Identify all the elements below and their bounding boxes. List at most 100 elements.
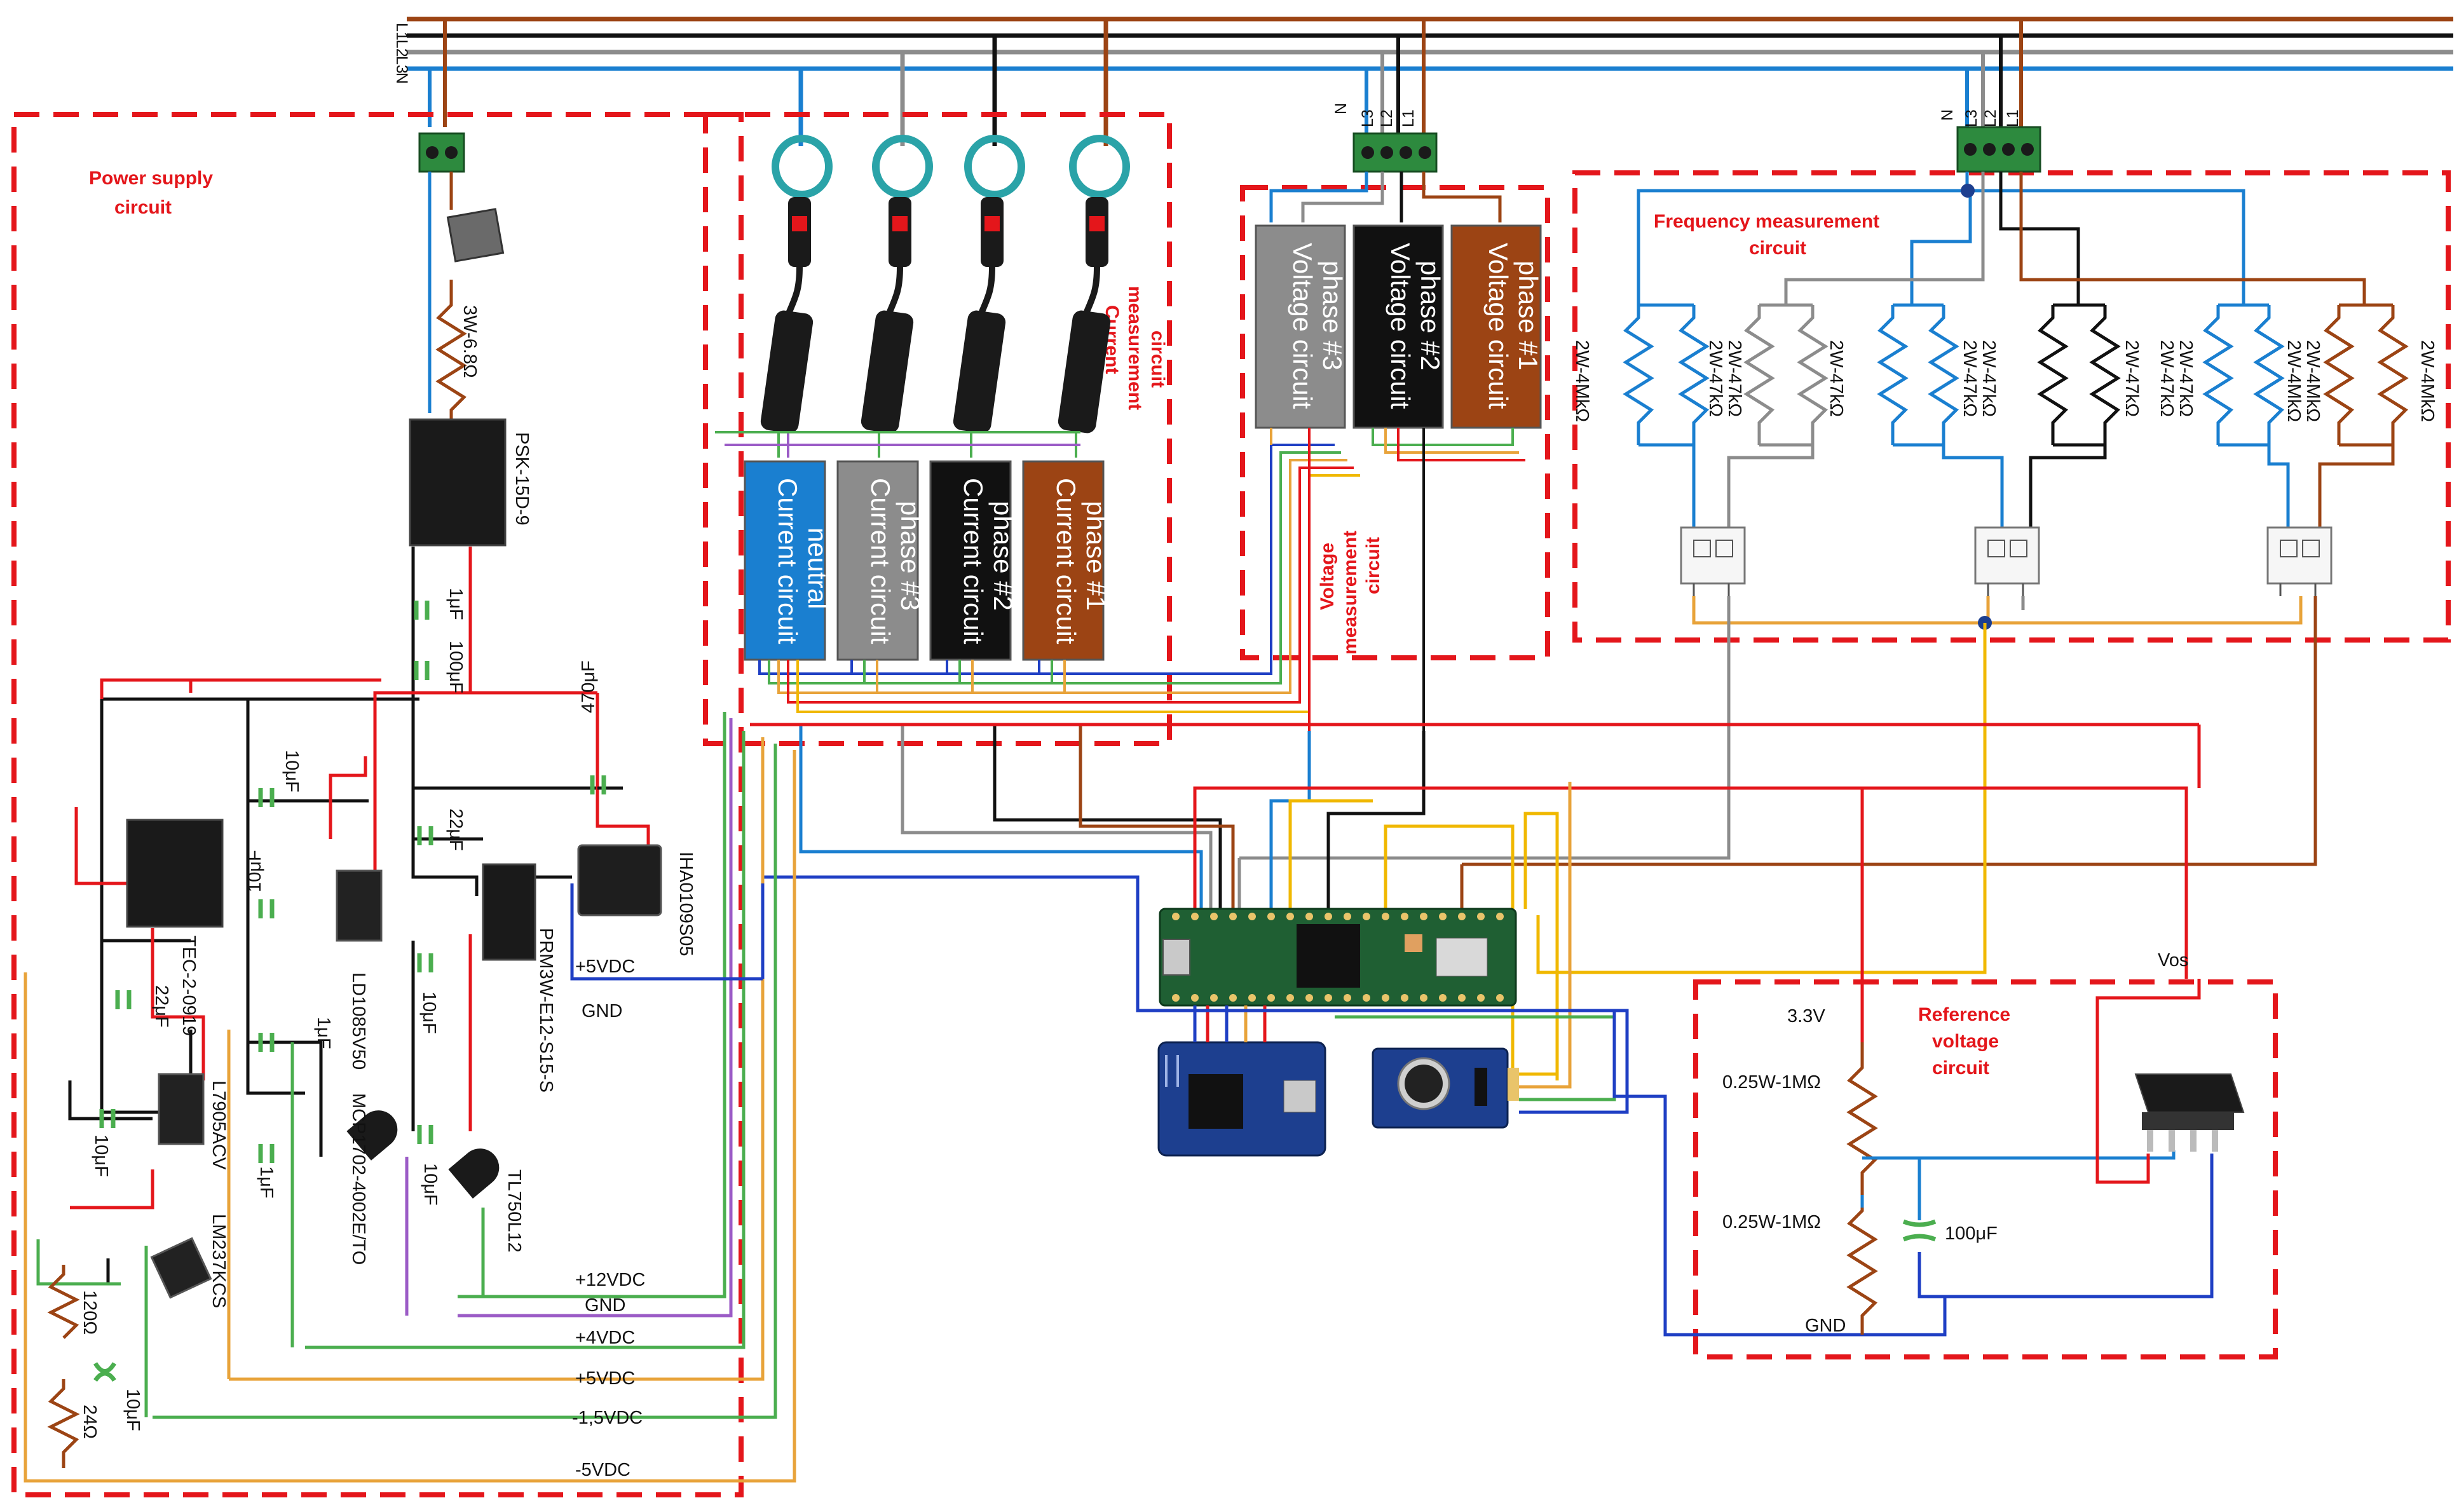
label-c10a: 10μF bbox=[282, 750, 302, 793]
voltage-section-title-1: Voltage bbox=[1317, 543, 1338, 610]
rail-wiring bbox=[24, 712, 796, 1483]
label-c1: 1μF bbox=[446, 588, 466, 620]
terminal-labels-voltage: N L3 L2 L1 bbox=[1332, 103, 1417, 127]
label-ld1085: LD1085V50 bbox=[348, 972, 369, 1070]
voltage-section-title-2: measurement bbox=[1340, 531, 1361, 655]
prm-module bbox=[482, 863, 536, 961]
bus-label-l2: L2 bbox=[393, 39, 411, 57]
current-circuit-boxes: Current circuit neutral Current circuit … bbox=[744, 460, 1111, 661]
label-c100: 100μF bbox=[446, 641, 466, 693]
mcu-wiring bbox=[750, 623, 2201, 1080]
terminal-block-power bbox=[418, 132, 465, 173]
tl750-regulator bbox=[448, 1148, 500, 1199]
frequency-wiring bbox=[1637, 172, 2366, 305]
voltage-box-phase2 bbox=[1352, 224, 1444, 429]
svg-text:L2: L2 bbox=[1982, 109, 1999, 127]
label-c10d: 10μF bbox=[419, 991, 439, 1034]
svg-text:Voltage circuit: Voltage circuit bbox=[1483, 243, 1513, 409]
label-c10f: 10μF bbox=[123, 1389, 143, 1431]
opamp-chip bbox=[2134, 1073, 2245, 1152]
rail-labels: +12VDC GND +4VDC +5VDC -1,5VDC -5VDC bbox=[572, 1270, 645, 1480]
voltage-circuit-boxes: Voltage circuit phase #3 Voltage circuit… bbox=[1255, 224, 1543, 429]
label-c1b: 1μF bbox=[313, 1017, 334, 1049]
reference-section-title-1: Reference bbox=[1918, 1004, 2010, 1025]
label-tec: TEC-2-0919 bbox=[179, 936, 199, 1036]
label-c10b: 10μF bbox=[91, 1134, 111, 1177]
frequency-measurement-section bbox=[1572, 170, 2451, 643]
label-psk: PSK-15D-9 bbox=[512, 432, 532, 526]
power-components bbox=[126, 208, 662, 1299]
label-l7905: L7905ACV bbox=[208, 1080, 229, 1170]
rail-label-12v: +12VDC bbox=[575, 1270, 645, 1290]
label-c22b: 22μF bbox=[151, 985, 172, 1028]
label-tl750: TL750L12 bbox=[504, 1169, 524, 1253]
svg-text:2W-4MkΩ: 2W-4MkΩ bbox=[1572, 340, 1592, 422]
rail-label-gnd: GND bbox=[585, 1295, 625, 1316]
voltage-box-phase3 bbox=[1255, 224, 1346, 429]
voltage-measurement-section bbox=[1240, 185, 1550, 660]
label-r24: 24Ω bbox=[79, 1405, 100, 1439]
ld1085-regulator bbox=[336, 869, 383, 942]
current-section-title-2: measurement bbox=[1124, 286, 1145, 410]
power-supply-wiring bbox=[68, 172, 650, 1284]
ref-vos-label: Vos bbox=[2158, 950, 2188, 971]
svg-text:Voltage circuit: Voltage circuit bbox=[1386, 243, 1415, 409]
power-section-title-1: Power supply bbox=[89, 168, 213, 189]
svg-text:Current circuit: Current circuit bbox=[958, 478, 988, 644]
label-plus5-local: +5VDC bbox=[575, 957, 635, 977]
ref-cap-label: 100μF bbox=[1945, 1223, 1998, 1244]
svg-text:2W-4MkΩ: 2W-4MkΩ bbox=[2417, 340, 2437, 422]
svg-text:L1: L1 bbox=[1400, 109, 1417, 127]
svg-text:N: N bbox=[1332, 103, 1350, 114]
label-c470: 470μF bbox=[578, 660, 599, 713]
teensy-board bbox=[1159, 908, 1517, 1007]
main-bus bbox=[407, 17, 2453, 71]
label-iha: IHA0109S05 bbox=[676, 852, 696, 956]
label-mcp: MCP1702-4002E/TO bbox=[348, 1093, 369, 1265]
rail-label-4v: +4VDC bbox=[575, 1328, 635, 1348]
l7905-regulator bbox=[158, 1073, 205, 1145]
svg-text:Current circuit: Current circuit bbox=[773, 478, 803, 644]
optocoupler-2 bbox=[1974, 526, 2040, 596]
svg-text:Voltage circuit: Voltage circuit bbox=[1288, 243, 1318, 409]
bus-label-n: N bbox=[393, 72, 411, 84]
voltage-box-phase1 bbox=[1450, 224, 1542, 429]
reference-section-title-3: circuit bbox=[1932, 1058, 1989, 1079]
power-supply-section bbox=[11, 112, 744, 1497]
ref-r1-label: 0.25W-1MΩ bbox=[1722, 1072, 1821, 1093]
current-box-phase1 bbox=[1022, 460, 1105, 661]
terminal-block-frequency bbox=[1956, 126, 2041, 173]
svg-text:L2: L2 bbox=[1378, 109, 1396, 127]
svg-text:L3: L3 bbox=[1359, 109, 1377, 127]
label-c10e: 10μF bbox=[420, 1163, 440, 1206]
terminal-labels-frequency: N L3 L2 L1 bbox=[1938, 109, 2022, 127]
ref-gnd-label: GND bbox=[1805, 1316, 1846, 1336]
reference-section-title-2: voltage bbox=[1932, 1031, 1999, 1052]
wifi-module-board bbox=[1157, 1041, 1326, 1157]
frequency-resistors bbox=[1623, 303, 2409, 528]
rail-label-minus15v: -1,5VDC bbox=[572, 1408, 643, 1428]
iha-module bbox=[577, 844, 662, 916]
label-resistor-3w: 3W-6.8Ω bbox=[460, 305, 480, 378]
svg-text:phase #3: phase #3 bbox=[896, 501, 925, 611]
svg-text:phase #1: phase #1 bbox=[1081, 501, 1111, 611]
rtc-module-board bbox=[1372, 1047, 1519, 1129]
terminal-block-voltage bbox=[1352, 132, 1438, 173]
rail-label-5v: +5VDC bbox=[575, 1368, 635, 1389]
label-lm237: LM237KCS bbox=[208, 1214, 229, 1308]
svg-text:L3: L3 bbox=[1963, 109, 1980, 127]
label-c22a: 22μF bbox=[446, 808, 466, 851]
frequency-section-title-2: circuit bbox=[1749, 238, 1806, 259]
frequency-section-title-1: Frequency measurement bbox=[1654, 211, 1879, 232]
frequency-resistor-labels: 2W-4MkΩ 2W-47kΩ 2W-47kΩ 2W-47kΩ 2W-47kΩ … bbox=[1572, 340, 2437, 422]
optocouplers bbox=[1680, 526, 2333, 596]
svg-text:phase #1: phase #1 bbox=[1513, 261, 1543, 371]
power-section-title-2: circuit bbox=[114, 197, 172, 218]
current-clamps bbox=[760, 135, 1130, 433]
ref-capacitor bbox=[1902, 1219, 1937, 1242]
current-box-neutral bbox=[744, 460, 826, 661]
bus-labels: L1 L2 L3 N bbox=[393, 23, 411, 84]
ref-3v3-label: 3.3V bbox=[1787, 1006, 1825, 1026]
svg-text:Current circuit: Current circuit bbox=[1051, 478, 1081, 644]
